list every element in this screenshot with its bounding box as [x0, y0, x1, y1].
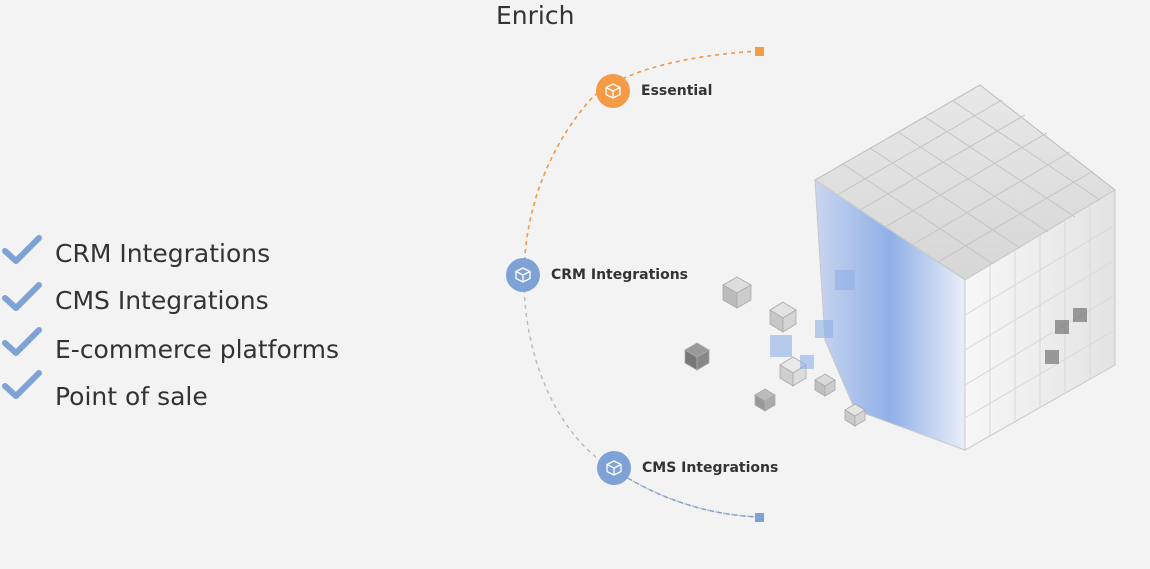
feature-label: CRM Integrations [55, 239, 271, 268]
node-dot [596, 74, 630, 108]
arc-end-marker [755, 47, 764, 56]
feature-label: Point of sale [55, 382, 208, 411]
check-icon [2, 282, 42, 311]
check-icon [2, 327, 42, 356]
node-label: CRM Integrations [551, 267, 689, 283]
feature-item-crm: CRM Integrations [0, 230, 360, 270]
arc-end-marker [755, 513, 764, 522]
feature-item-ecommerce: E-commerce platforms [0, 322, 360, 364]
node-label: CMS Integrations [642, 460, 779, 476]
cube-icon [515, 267, 531, 283]
feature-item-cms: CMS Integrations [0, 277, 360, 317]
cube-icon [605, 83, 621, 99]
feature-label: E-commerce platforms [55, 335, 339, 364]
page-title: Enrich [496, 1, 575, 30]
feature-label: CMS Integrations [55, 286, 269, 315]
node-dot [506, 258, 540, 292]
cube-illustration [684, 84, 1116, 451]
cube-icon [606, 460, 622, 476]
check-icon [2, 370, 42, 399]
feature-item-pos: Point of sale [0, 365, 360, 411]
node-dot [597, 451, 631, 485]
check-icon [2, 235, 42, 264]
node-label: Essential [641, 83, 713, 99]
